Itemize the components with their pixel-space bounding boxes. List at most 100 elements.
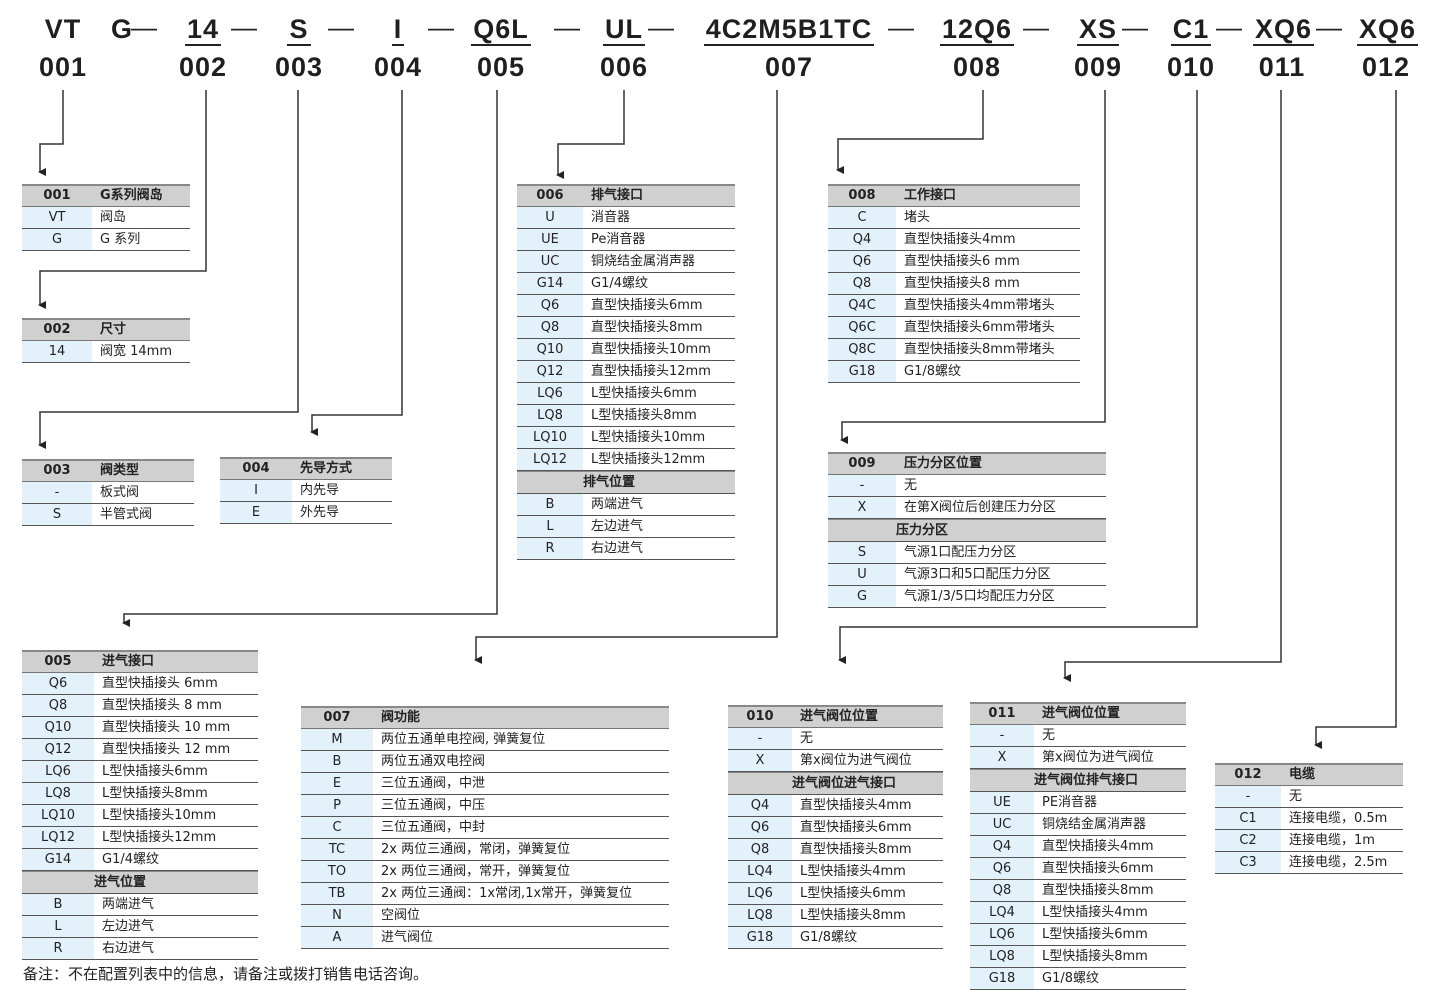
cell-code: Q4 [970,836,1034,857]
separator-dash: — [328,12,354,42]
cell-desc: L型快插接头12mm [591,452,706,467]
segment-number: 003 [274,52,324,82]
connector-010 [838,90,1198,664]
cell-desc: G1/8螺纹 [1042,971,1099,986]
cell-code: Q6 [728,817,792,838]
table-subheader: 进气阀位排气接口 [970,769,1186,792]
cell-code: S [828,542,896,563]
cell-code [728,773,792,794]
footer-note: 备注：不在配置列表中的信息，请备注或拨打销售电话咨询。 [23,965,429,983]
cell-desc: G1/4螺纹 [591,276,648,291]
cell-code: - [1215,786,1281,807]
cell-code: TO [301,861,373,882]
segment-number: 008 [952,52,1002,82]
cell-code: Q4 [728,795,792,816]
code-segment: UL [603,14,645,46]
cell-desc: 三位五通阀，中泄 [381,776,486,791]
cell-desc: 阀岛 [100,210,127,225]
cell-code: - [970,725,1034,746]
cell-desc: 第x阀位为进气阀位 [800,753,912,768]
cell-desc: 阀类型 [100,463,140,478]
connector-003 [38,90,299,449]
cell-code: Q10 [517,339,583,360]
cell-desc: 无 [1289,789,1303,804]
cell-code: E [220,502,292,523]
cell-desc: 连接电缆，1m [1289,833,1375,848]
cell-desc: 左边进气 [591,519,644,534]
cell-desc: L型快插接头6mm [591,386,697,401]
cell-code: LQ8 [22,783,94,804]
cell-code: UE [517,229,583,250]
connector-006 [556,90,625,179]
code-segment: XQ6 [1357,14,1419,46]
cell-code: 008 [848,188,876,203]
code-segment: XQ6 [1253,14,1315,46]
cell-code: G18 [728,927,792,948]
cell-code: G18 [828,361,896,382]
cell-code: LQ4 [728,861,792,882]
code-segment: C1 [1170,14,1212,46]
cell-code: Q8C [828,339,896,360]
cell-desc: 先导方式 [300,461,353,476]
cell-desc: 进气阀位 [381,930,434,945]
table-row: VT 阀岛 [22,207,190,229]
cell-desc: 压力分区位置 [904,456,983,471]
cell-code: 005 [44,654,72,669]
cell-code: Q12 [22,739,94,760]
cell-desc: 直型快插接头 10 mm [102,720,231,735]
cell-desc: 直型快插接头8mm [800,842,912,857]
cell-desc: L型快插接头4mm [1042,905,1148,920]
cell-desc: 直型快插接头4mm带堵头 [904,298,1055,313]
cell-desc: 气源1口配压力分区 [904,545,1017,560]
code-segment: I [391,14,405,46]
table-row: S 气源1口配压力分区 [828,542,1106,564]
cell-code: LQ6 [970,924,1034,945]
cell-code: G14 [517,273,583,294]
separator-dash: — [1216,12,1242,42]
cell-code: LQ4 [970,902,1034,923]
cell-desc: 直型快插接头8mm [591,320,703,335]
cell-code: VT [22,207,92,228]
cell-code: LQ6 [728,883,792,904]
cell-code: L [517,516,583,537]
cell-code: 001 [43,188,71,203]
cell-desc: 排气位置 [583,475,636,490]
cell-code: L [22,916,94,937]
cell-desc: 堵头 [904,210,931,225]
segment-number: 010 [1166,52,1216,82]
table-subheader: 进气阀位进气接口 [728,772,943,795]
cell-code: X [970,747,1034,768]
segment-number: 012 [1361,52,1411,82]
